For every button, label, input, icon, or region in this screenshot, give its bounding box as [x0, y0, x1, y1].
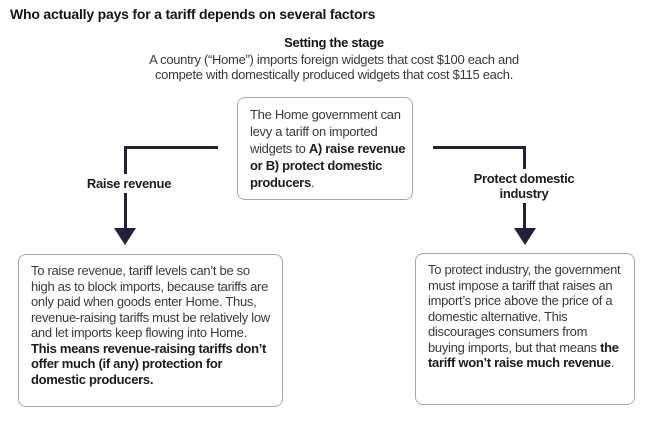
- stage-text-line-1: A country (“Home”) imports foreign widge…: [149, 52, 519, 67]
- stage-heading: Setting the stage: [284, 35, 384, 50]
- connector-right-horizontal: [433, 146, 526, 149]
- branch-label-protect-domestic-industry: Protect domestic industry: [465, 169, 583, 203]
- stage-text-line-2: compete with domestically produced widge…: [154, 67, 514, 82]
- stage-section: Setting the stage A country (“Home”) imp…: [0, 35, 668, 82]
- connector-left-horizontal: [125, 146, 218, 149]
- branch-label-raise-revenue: Raise revenue: [82, 174, 176, 193]
- protect-industry-box: To protect industry, the government must…: [415, 253, 635, 405]
- raise-revenue-box-text: To raise revenue, tariff levels can’t be…: [31, 263, 270, 387]
- page-title: Who actually pays for a tariff depends o…: [10, 6, 376, 22]
- root-box: The Home government can levy a tariff on…: [237, 97, 413, 200]
- arrow-down-icon-right: [514, 228, 536, 245]
- protect-industry-box-text: To protect industry, the government must…: [428, 262, 621, 370]
- root-box-text: The Home government can levy a tariff on…: [250, 107, 406, 190]
- raise-revenue-box: To raise revenue, tariff levels can’t be…: [18, 254, 283, 407]
- arrow-down-icon-left: [114, 228, 136, 245]
